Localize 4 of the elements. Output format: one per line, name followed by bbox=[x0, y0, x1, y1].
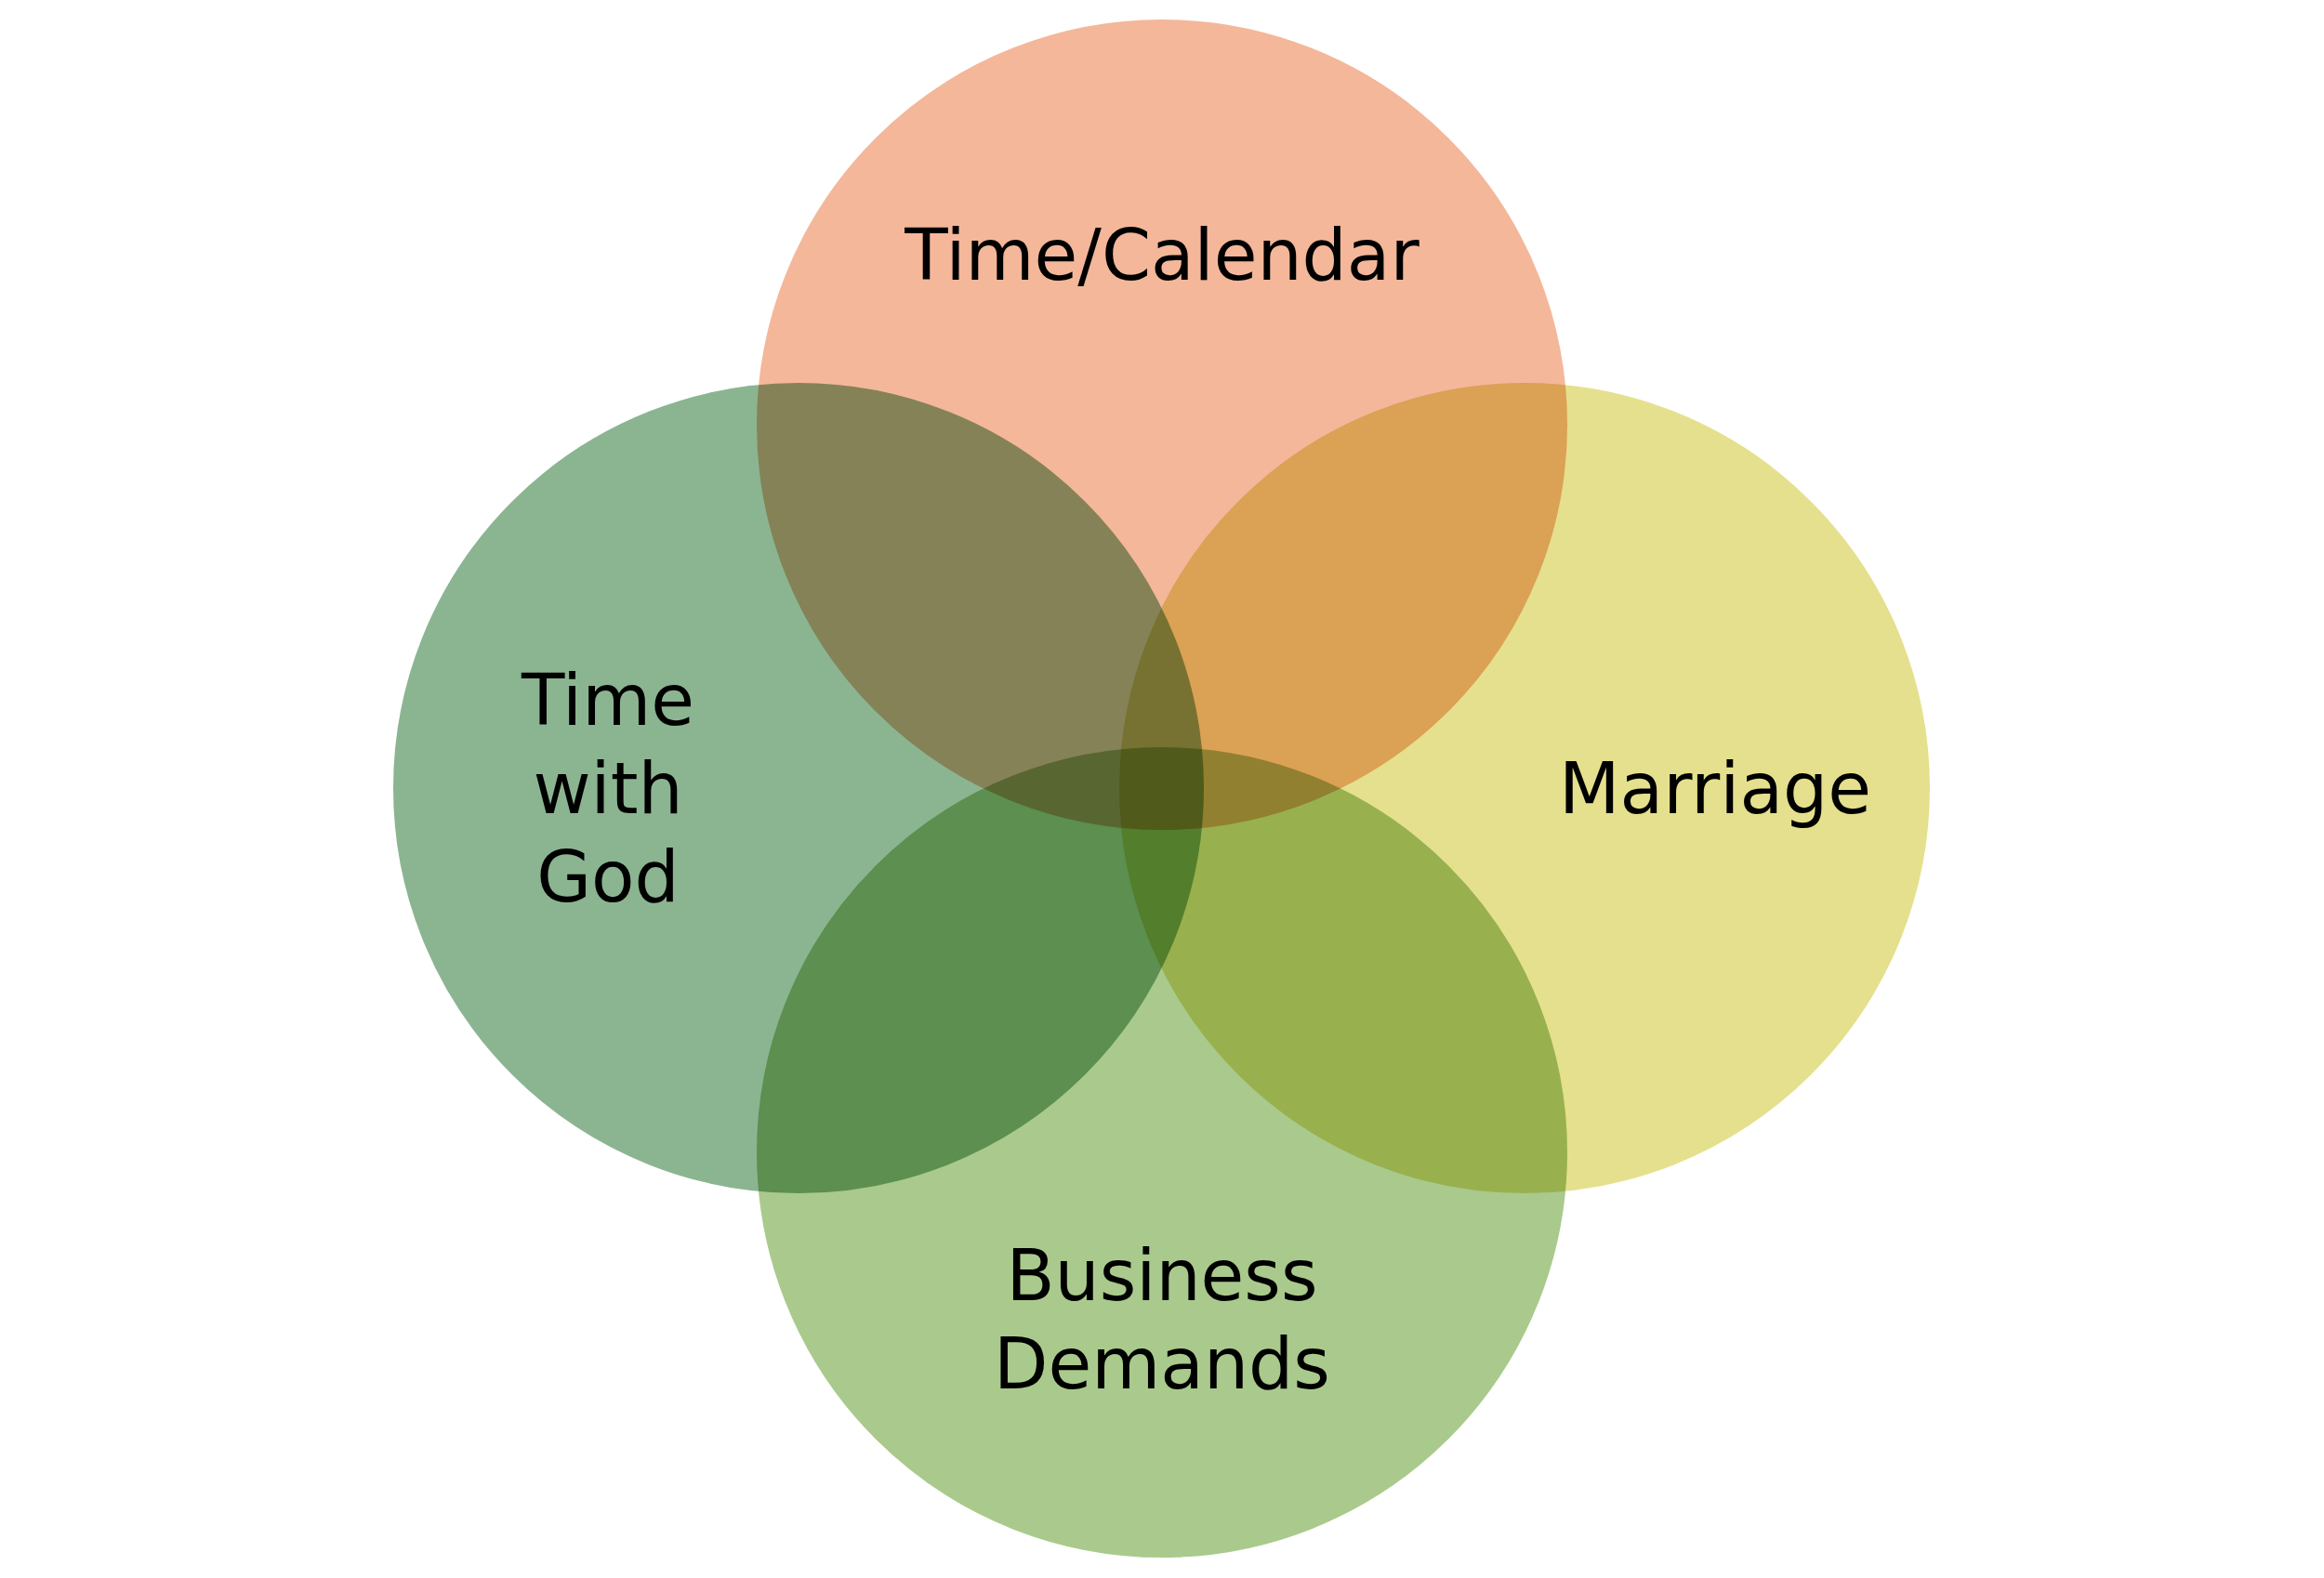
circle-label: Marriage bbox=[1558, 745, 1872, 832]
circle-label: Time/Calendar bbox=[904, 212, 1420, 298]
circle-label: Business Demands bbox=[993, 1233, 1331, 1407]
circle-label: Time with God bbox=[520, 657, 695, 920]
